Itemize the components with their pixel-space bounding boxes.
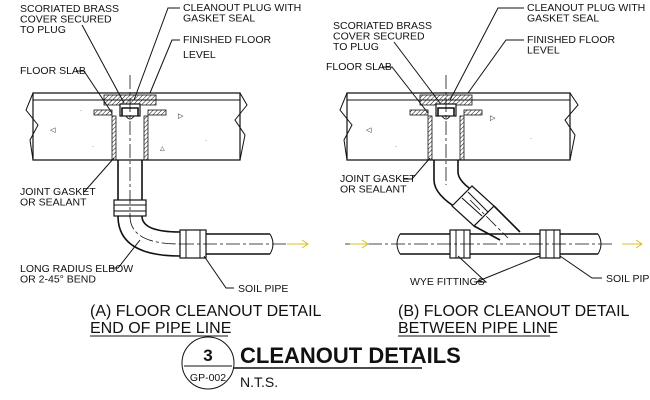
svg-text:END OF PIPE LINE: END OF PIPE LINE (90, 320, 231, 337)
detail-number: 3 (203, 346, 212, 365)
svg-text:BETWEEN PIPE LINE: BETWEEN PIPE LINE (398, 320, 558, 337)
title-block: 3 GP-002 CLEANOUT DETAILS N.T.S. (181, 336, 461, 390)
flow-arrow-b-in (350, 239, 369, 249)
label-soil-b: SOIL PIPE (606, 273, 650, 285)
soil-pipe-a (179, 229, 309, 259)
svg-text:·: · (205, 138, 207, 144)
svg-text:(B) FLOOR CLEANOUT DETAIL: (B) FLOOR CLEANOUT DETAIL (398, 303, 630, 320)
svg-text:·: · (530, 136, 532, 142)
wye-branch (451, 185, 521, 241)
label-slab-a: FLOOR SLAB (20, 65, 86, 77)
flow-arrow-a (287, 239, 309, 249)
caption-b: (B) FLOOR CLEANOUT DETAIL BETWEEN PIPE L… (398, 303, 630, 337)
sheet-reference: GP-002 (190, 372, 226, 384)
riser-pipe-a (111, 75, 149, 218)
svg-text:◁: ◁ (366, 127, 372, 134)
svg-text:·: · (80, 108, 82, 114)
floor-slab-a: ◁ · · ▷ · △ (25, 92, 248, 161)
soil-pipe-b (345, 229, 643, 259)
detail-a: ◁ · · ▷ · △ (20, 2, 322, 337)
svg-text:▷: ▷ (490, 115, 496, 122)
svg-text:△: △ (160, 146, 165, 152)
svg-text:·: · (395, 144, 397, 150)
label-wye: WYE FITTINGS (410, 276, 485, 288)
floor-slab-b: ◁ · ▷ · (339, 92, 579, 161)
long-radius-elbow (117, 215, 181, 257)
svg-text:·: · (92, 144, 94, 150)
detail-b: ◁ · ▷ · (326, 2, 650, 337)
svg-text:(A) FLOOR CLEANOUT DETAIL: (A) FLOOR CLEANOUT DETAIL (90, 303, 322, 320)
scale-note: N.T.S. (240, 374, 278, 390)
detail-number-bubble (181, 336, 235, 390)
svg-text:◁: ◁ (50, 127, 56, 134)
label-slab-b: FLOOR SLAB (326, 61, 392, 73)
label-soil-a: SOIL PIPE (238, 283, 288, 295)
flow-arrow-b-out (622, 239, 643, 249)
drawing-title: CLEANOUT DETAILS (240, 343, 461, 368)
caption-a: (A) FLOOR CLEANOUT DETAIL END OF PIPE LI… (90, 303, 322, 337)
svg-text:▷: ▷ (178, 113, 184, 120)
